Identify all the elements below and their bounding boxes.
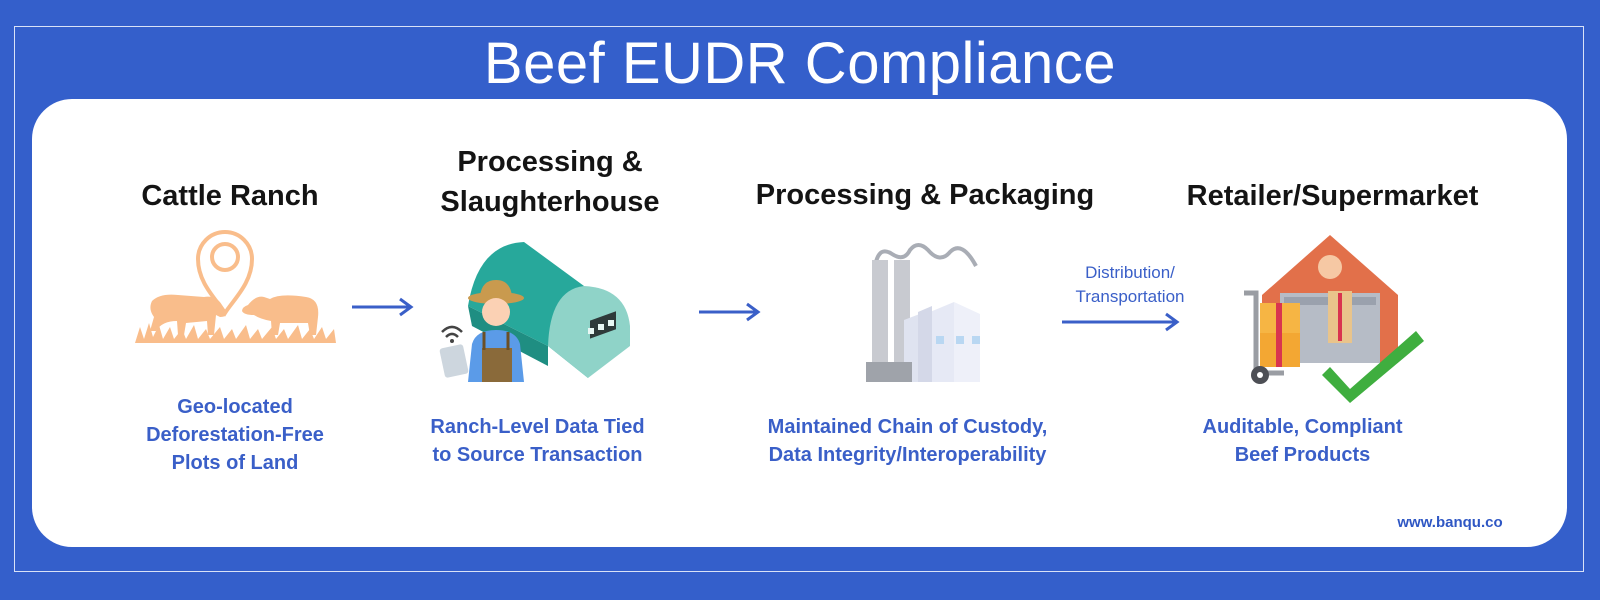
connector-label: Distribution/ Transportation xyxy=(1055,261,1205,309)
stage-desc-line: Geo-located xyxy=(177,396,293,418)
slaughterhouse-farmer-icon xyxy=(439,242,630,382)
cattle-ranch-location-icon xyxy=(135,230,336,343)
page-title: Beef EUDR Compliance xyxy=(483,31,1117,96)
stage-title-line: Processing & Packaging xyxy=(755,179,1095,211)
connector-label-line: Transportation xyxy=(1075,287,1185,306)
stage-desc-line: to Source Transaction xyxy=(432,444,643,466)
stage-desc-line: Deforestation-Free xyxy=(146,424,324,446)
stage-title-line: Retailer/Supermarket xyxy=(1186,180,1479,212)
connector-label-line: Distribution/ xyxy=(1085,263,1175,282)
flow-arrow-2 xyxy=(699,302,761,322)
warehouse-checkmark-icon xyxy=(1244,235,1424,403)
stage-title-retailer: Retailer/Supermarket xyxy=(1150,176,1515,216)
flow-arrow-1 xyxy=(352,297,414,317)
stage-desc-line: Data Integrity/Interoperability xyxy=(768,444,1047,466)
stage-desc-slaughterhouse: Ranch-Level Data Tied to Source Transact… xyxy=(400,413,675,469)
stage-title-packaging: Processing & Packaging xyxy=(735,175,1115,215)
stage-desc-line: Auditable, Compliant xyxy=(1202,416,1403,438)
stage-title-line: Cattle Ranch xyxy=(141,180,319,212)
stage-title-line: Processing & xyxy=(457,146,643,178)
website-url: www.banqu.co xyxy=(1397,514,1503,531)
stage-desc-line: Maintained Chain of Custody, xyxy=(767,416,1048,438)
factory-icon xyxy=(866,243,980,382)
stage-title-slaughterhouse: Processing & Slaughterhouse xyxy=(400,142,700,222)
stage-desc-line: Ranch-Level Data Tied xyxy=(430,416,645,438)
stage-desc-line: Beef Products xyxy=(1234,444,1371,466)
stage-desc-packaging: Maintained Chain of Custody, Data Integr… xyxy=(735,413,1080,469)
flow-arrow-3 xyxy=(1062,312,1180,332)
outer-frame xyxy=(14,26,1584,572)
stage-title-cattle-ranch: Cattle Ranch xyxy=(110,176,350,216)
stage-title-line: Slaughterhouse xyxy=(440,186,660,218)
stage-desc-retailer: Auditable, Compliant Beef Products xyxy=(1175,413,1430,469)
stage-desc-cattle-ranch: Geo-located Deforestation-Free Plots of … xyxy=(110,393,360,477)
stage-desc-line: Plots of Land xyxy=(171,452,299,474)
